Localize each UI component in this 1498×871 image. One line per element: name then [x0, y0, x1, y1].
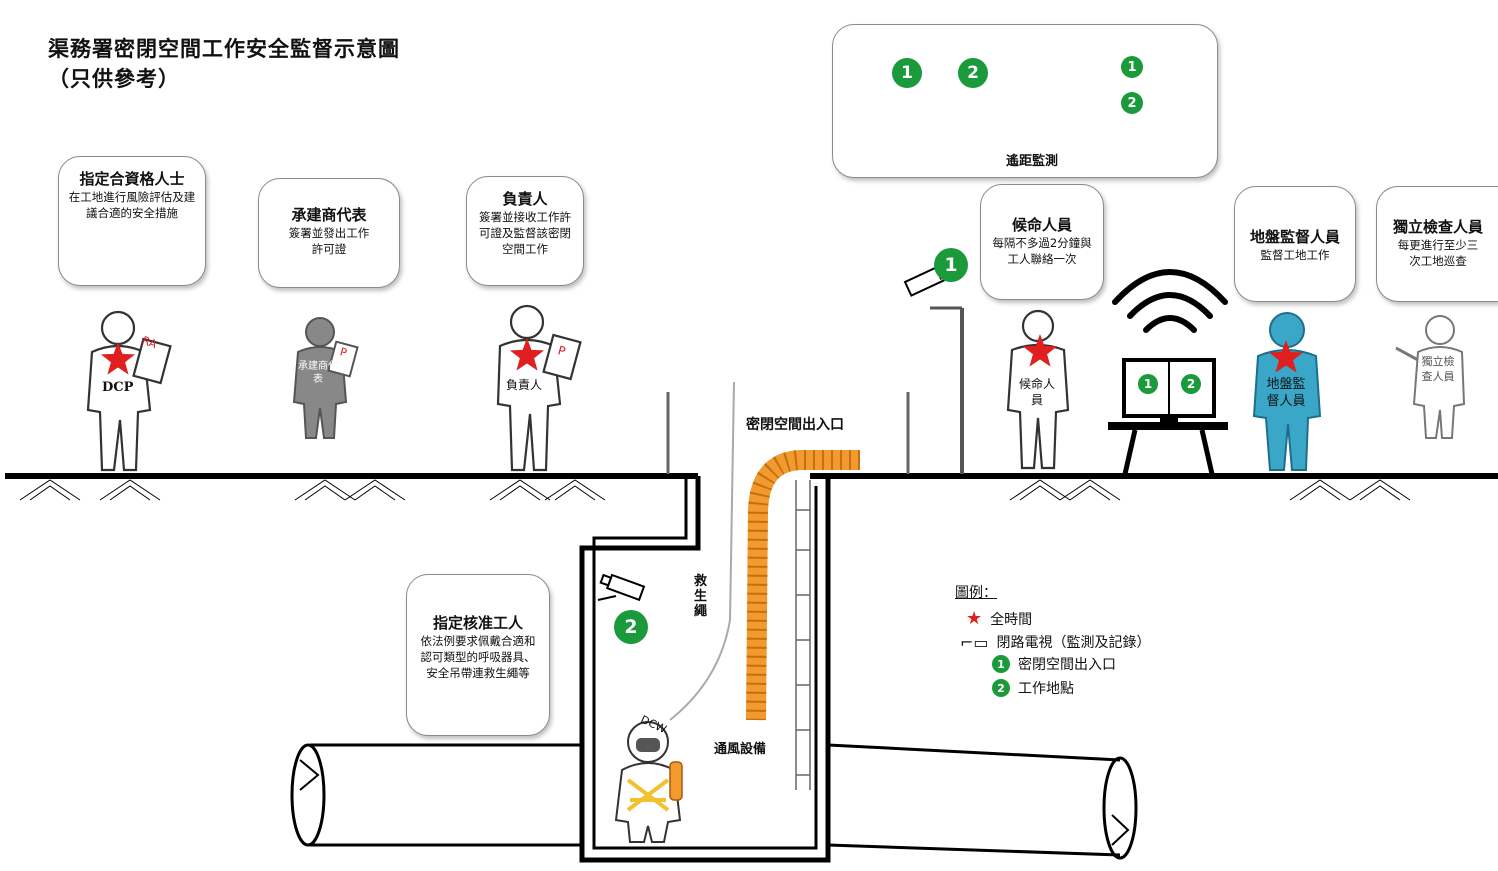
ladder — [795, 480, 811, 790]
star-icon-responsible — [509, 338, 545, 371]
contractor-desc: 簽署並發出工作許可證 — [288, 226, 370, 256]
title-line1: 渠務署密閉空間工作安全監督示意圖 — [48, 37, 400, 61]
bubble-contractor: 承建商代表 簽署並發出工作許可證 — [258, 178, 400, 288]
bubble-inspector: 獨立檢查人員 每更進行至少三次工地巡查 — [1376, 186, 1498, 302]
figure-site-supervisor — [1252, 312, 1322, 471]
figure-contractor — [292, 317, 359, 439]
cctv-camera-2-icon — [599, 573, 646, 602]
inspector-desc: 每更進行至少三次工地巡查 — [1397, 238, 1479, 268]
ventilation-duct-ribs — [746, 450, 860, 721]
phone-screen-1-badge: 1 — [1121, 56, 1143, 78]
legend-cctv-text: 閉路電視（監測及記錄） — [996, 635, 1151, 651]
legend-item1-badge: 1 — [992, 655, 1010, 673]
legend-item2-badge: 2 — [992, 679, 1010, 697]
star-markers — [100, 334, 1304, 375]
bubble-site-supervisor: 地盤監督人員 監督工地工作 — [1234, 186, 1356, 302]
ground-hatching — [19, 479, 1411, 501]
star-icon: ★ — [966, 608, 983, 629]
responsible-figure-label: 負責人 — [506, 378, 543, 392]
camera-1-badge: 1 — [934, 248, 968, 282]
standby-figure-label: 候命人員 — [1018, 377, 1055, 407]
star-icon-site-supervisor — [1268, 340, 1304, 373]
star-icon-standby — [1022, 334, 1058, 367]
phone-screen-2-badge: 2 — [1121, 92, 1143, 114]
sewer-pipe-right — [827, 743, 1138, 860]
inspector-figure-label: 獨立檢查人員 — [1421, 355, 1455, 383]
legend-star-row: ★ 全時間 — [966, 608, 1032, 629]
confined-shaft — [579, 476, 831, 863]
legend-item1-row: 1 密閉空間出入口 — [992, 654, 1116, 674]
wifi-icon — [1112, 269, 1228, 333]
contractor-figure-label: 承建商代表 — [298, 361, 338, 385]
monitor-table — [1108, 358, 1228, 475]
remote-screen-2-badge: 2 — [958, 58, 988, 88]
ventilation-label: 通風設備 — [714, 742, 767, 757]
page-title: 渠務署密閉空間工作安全監督示意圖 （只供參考） — [48, 34, 400, 94]
contractor-title: 承建商代表 — [291, 206, 367, 224]
legend-item2-row: 2 工作地點 — [992, 678, 1074, 698]
legend-cctv-row: ⌐▭ 閉路電視（監測及記錄） — [960, 632, 1151, 652]
remote-monitoring-label: 遙距監測 — [1006, 154, 1059, 169]
site-supervisor-figure-label: 地盤監督人員 — [1266, 377, 1306, 409]
lifeline-label: 救生繩 — [694, 574, 708, 619]
standby-desc: 每隔不多過2分鐘與工人聯絡一次 — [992, 236, 1092, 266]
camera-2-mount — [597, 595, 617, 601]
legend-item2-text: 工作地點 — [1018, 681, 1074, 697]
inspector-title: 獨立檢查人員 — [1392, 218, 1483, 236]
star-icon-dcp — [100, 342, 136, 375]
camera-2-badge: 2 — [614, 610, 648, 644]
ventilation-duct — [746, 450, 860, 721]
responsible-title: 負責人 — [502, 190, 548, 208]
legend-title: 圖例： — [955, 585, 997, 601]
remote-screen-1-badge: 1 — [892, 58, 922, 88]
legend-star-text: 全時間 — [990, 611, 1033, 628]
site-supervisor-title: 地盤監督人員 — [1249, 228, 1340, 246]
legend-item1-text: 密閉空間出入口 — [1018, 657, 1116, 673]
title-line2: （只供參考） — [48, 67, 180, 91]
bubble-responsible: 負責人 簽署並接收工作許可證及監督該密閉空間工作 — [466, 176, 584, 286]
sewer-pipe-left — [290, 743, 582, 847]
figure-dcp — [86, 310, 172, 472]
standby-title: 候命人員 — [1011, 216, 1072, 234]
site-supervisor-desc: 監督工地工作 — [1260, 248, 1330, 262]
bubble-dcp: 指定合資格人士 在工地進行風險評估及建議合適的安全措施 — [58, 156, 206, 286]
responsible-desc: 簽署並接收工作許可證及監督該密閉空間工作 — [479, 210, 571, 256]
lifeline-rope — [669, 381, 735, 721]
bubble-standby: 候命人員 每隔不多過2分鐘與工人聯絡一次 — [980, 184, 1104, 300]
dcp-title: 指定合資格人士 — [79, 170, 185, 188]
remote-monitoring-panel — [832, 24, 1218, 178]
table-monitor-1-badge: 1 — [1138, 374, 1158, 394]
figure-standby — [1006, 309, 1070, 470]
bubble-worker: 指定核准工人 依法例要求佩戴合適和認可類型的呼吸器具、安全吊帶連救生繩等 — [406, 574, 550, 736]
worker-title: 指定核准工人 — [432, 614, 523, 632]
worker-desc: 依法例要求佩戴合適和認可類型的呼吸器具、安全吊帶連救生繩等 — [420, 634, 536, 680]
figure-inspector — [1395, 315, 1466, 439]
table-monitor-2-badge: 2 — [1181, 374, 1201, 394]
entrance-label: 密閉空間出入口 — [746, 417, 844, 433]
dcp-figure-label: DCP — [102, 380, 134, 395]
dcp-desc: 在工地進行風險評估及建議合適的安全措施 — [68, 190, 196, 220]
figure-responsible — [496, 304, 582, 472]
cctv-icon: ⌐▭ — [960, 632, 989, 652]
figure-worker — [614, 721, 683, 843]
